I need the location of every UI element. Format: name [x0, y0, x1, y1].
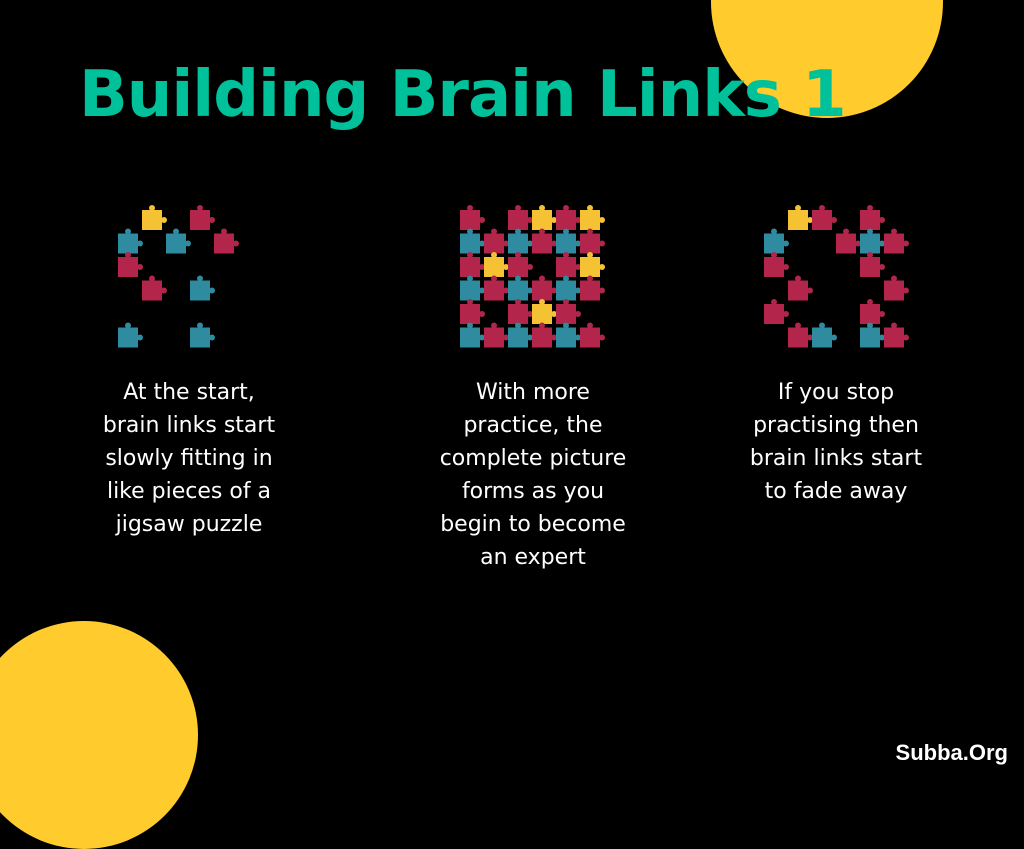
- puzzle-icon-start: [112, 200, 272, 364]
- puzzle-piece: [580, 252, 605, 277]
- puzzle-piece: [460, 299, 485, 324]
- puzzle-piece: [788, 205, 813, 230]
- puzzle-piece: [190, 322, 215, 348]
- puzzle-piece: [884, 322, 909, 348]
- site-watermark: Subba.Org: [895, 740, 1008, 765]
- puzzle-piece: [580, 275, 605, 301]
- puzzle-piece: [556, 228, 581, 254]
- puzzle-graphic: [460, 205, 605, 348]
- puzzle-piece: [166, 228, 191, 254]
- puzzle-piece: [580, 322, 605, 348]
- puzzle-piece: [460, 322, 485, 348]
- puzzle-piece: [764, 228, 789, 254]
- puzzle-piece: [118, 322, 143, 348]
- puzzle-piece: [556, 275, 581, 301]
- puzzle-piece: [532, 322, 557, 348]
- caption-complete: With more practice, the complete picture…: [439, 380, 627, 570]
- puzzle-piece: [860, 299, 885, 324]
- puzzle-piece: [580, 228, 605, 254]
- puzzle-piece: [484, 275, 509, 301]
- puzzle-piece: [190, 275, 215, 301]
- puzzle-piece: [142, 205, 167, 230]
- puzzle-piece: [532, 299, 557, 324]
- caption-fading: If you stop practising then brain links …: [749, 380, 923, 504]
- puzzle-piece: [884, 228, 909, 254]
- puzzle-piece: [788, 322, 813, 348]
- puzzle-piece: [118, 252, 143, 277]
- puzzle-piece: [556, 299, 581, 324]
- puzzle-piece: [508, 299, 533, 324]
- puzzle-graphic: [118, 205, 239, 348]
- puzzle-piece: [884, 275, 909, 301]
- puzzle-piece: [142, 275, 167, 301]
- puzzle-piece: [860, 252, 885, 277]
- puzzle-piece: [532, 275, 557, 301]
- puzzle-piece: [214, 228, 239, 254]
- puzzle-piece: [484, 252, 509, 277]
- puzzle-piece: [812, 322, 837, 348]
- puzzle-piece: [788, 275, 813, 301]
- puzzle-piece: [508, 252, 533, 277]
- puzzle-piece: [836, 228, 861, 254]
- puzzle-piece: [860, 322, 885, 348]
- puzzle-piece: [860, 205, 885, 230]
- puzzle-piece: [190, 205, 215, 230]
- puzzle-piece: [460, 228, 485, 254]
- puzzle-piece: [556, 252, 581, 277]
- puzzle-piece: [508, 322, 533, 348]
- puzzle-piece: [460, 275, 485, 301]
- puzzle-piece: [532, 205, 557, 230]
- puzzle-piece: [484, 322, 509, 348]
- puzzle-piece: [460, 205, 485, 230]
- puzzle-piece: [860, 228, 885, 254]
- puzzle-piece: [556, 322, 581, 348]
- puzzle-piece: [460, 252, 485, 277]
- puzzle-piece: [118, 228, 143, 254]
- puzzle-piece: [532, 228, 557, 254]
- puzzle-piece: [556, 205, 581, 230]
- caption-start: At the start, brain links start slowly f…: [102, 380, 276, 537]
- puzzle-piece: [764, 299, 789, 324]
- puzzle-graphic: [764, 205, 909, 348]
- puzzle-piece: [764, 252, 789, 277]
- puzzle-icon-fading: [758, 200, 918, 364]
- puzzle-piece: [508, 205, 533, 230]
- decorative-circle-bottom: [0, 621, 198, 849]
- puzzle-piece: [508, 275, 533, 301]
- puzzle-piece: [812, 205, 837, 230]
- puzzle-piece: [508, 228, 533, 254]
- page-title: Building Brain Links 1: [79, 58, 847, 132]
- puzzle-piece: [484, 228, 509, 254]
- puzzle-icon-complete: [454, 200, 614, 364]
- puzzle-piece: [580, 205, 605, 230]
